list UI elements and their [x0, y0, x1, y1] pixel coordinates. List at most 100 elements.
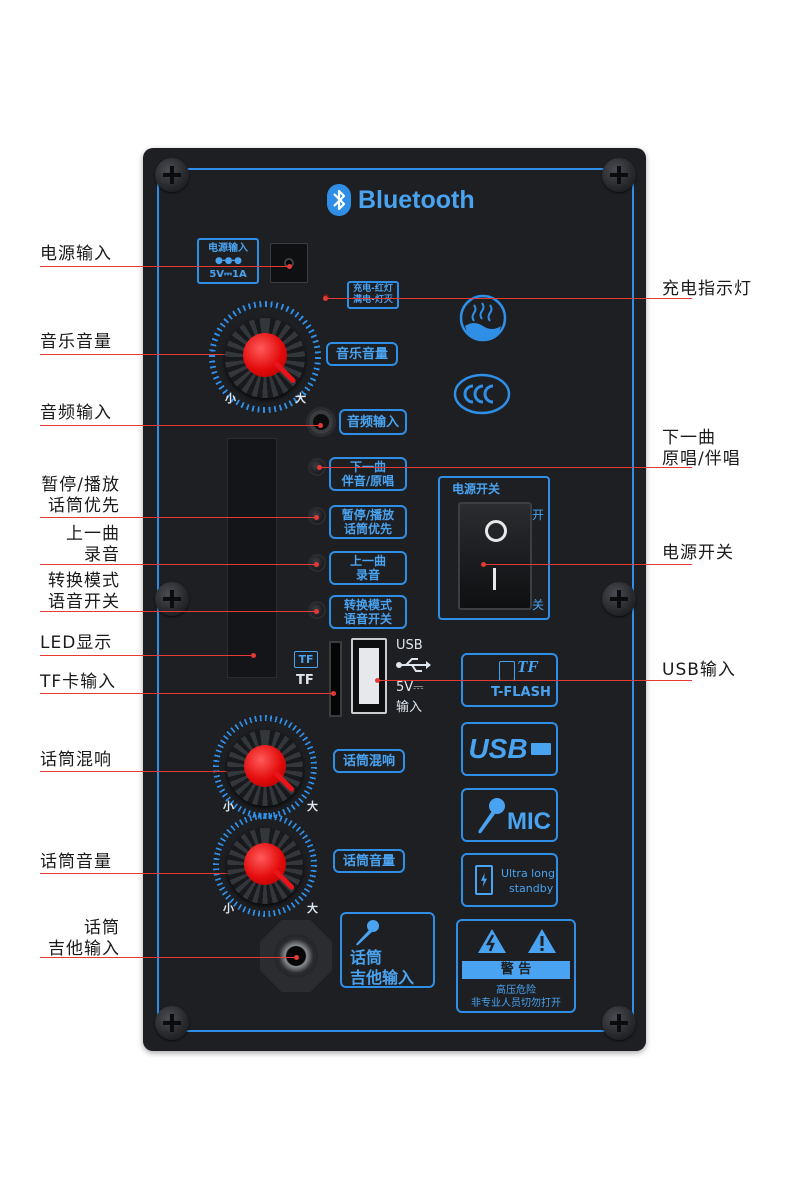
callout-prev-line1: 上一曲: [66, 524, 120, 544]
prev-label: 上一曲 录音: [329, 551, 407, 585]
dc-input-title: 电源输入: [208, 242, 248, 254]
ccc-certification-icon: [453, 373, 511, 415]
tf-card-slot[interactable]: [329, 641, 342, 717]
next-label-line2: 伴音/原唱: [341, 474, 395, 488]
usb-stick-icon: [530, 743, 551, 755]
warning-line1: 高压危险: [496, 985, 536, 996]
callout-dot: [375, 678, 380, 683]
callout-mic-volume: 话筒音量: [40, 852, 112, 872]
mic-volume-max: 大: [307, 902, 318, 915]
callout-power-switch: 电源开关: [662, 543, 734, 563]
power-switch-title: 电源开关: [452, 482, 501, 496]
mic-echo-min: 小: [223, 800, 234, 813]
callout-line: [378, 680, 692, 681]
callout-line: [40, 957, 297, 958]
charge-line1: 充电-红灯: [353, 284, 393, 294]
audio-input-jack[interactable]: [309, 410, 333, 434]
music-volume-label: 音乐音量: [326, 342, 398, 366]
mic-volume-label: 话筒音量: [333, 849, 405, 873]
bluetooth-logo: Bluetooth: [326, 183, 475, 217]
callout-tf-input: TF卡输入: [40, 672, 117, 692]
callout-prev: 上一曲 录音: [30, 524, 120, 566]
power-on-circle-icon: [485, 520, 507, 542]
bluetooth-icon: [327, 184, 351, 216]
charge-indicator-label: 充电-红灯 满电-灯灭: [347, 281, 399, 309]
callout-dot: [314, 609, 319, 614]
warning-line2: 非专业人员切勿打开: [471, 998, 561, 1009]
usb-text: USB: [396, 638, 423, 653]
standby-line2: standby: [509, 882, 554, 895]
callout-usb-input: USB输入: [662, 660, 736, 680]
callout-dot: [287, 264, 292, 269]
callout-music-volume: 音乐音量: [40, 332, 112, 352]
callout-line: [40, 611, 317, 612]
tf-text: TF: [296, 673, 314, 688]
speaker-control-panel: Bluetooth 电源输入 ●-●-● 5V⎓1A 充电-红灯 满电-灯灭 小…: [143, 148, 646, 1051]
mic-volume-min: 小: [223, 902, 234, 915]
standby-badge: Ultra long standby: [461, 853, 558, 907]
callout-dot: [251, 653, 256, 658]
mic-guitar-label-box: 话筒 吉他输入: [340, 912, 435, 988]
callout-line: [40, 693, 334, 694]
mode-label-line2: 语音开关: [343, 612, 392, 626]
callout-power-input: 电源输入: [40, 244, 112, 264]
mic-guitar-line1: 话筒: [350, 948, 383, 967]
warning-box: 警 告 高压危险 非专业人员切勿打开: [456, 919, 576, 1013]
callout-line: [40, 564, 317, 565]
usb-port[interactable]: [351, 638, 387, 714]
callout-pause-play-line2: 话筒优先: [48, 496, 120, 516]
callout-line: [40, 771, 267, 772]
callout-mic-echo: 话筒混响: [40, 750, 112, 770]
bluetooth-text: Bluetooth: [358, 185, 475, 214]
mode-label: 转换模式 语音开关: [329, 595, 407, 629]
mode-label-line1: 转换模式: [343, 598, 392, 612]
callout-dot: [481, 562, 486, 567]
dc-power-jack[interactable]: [270, 243, 308, 283]
prev-label-line2: 录音: [355, 568, 380, 582]
prev-label-line1: 上一曲: [349, 554, 386, 568]
power-switch-frame: 电源开关 开 关: [438, 476, 550, 620]
power-switch-off-label: 关: [532, 598, 545, 612]
callout-dot: [317, 465, 322, 470]
screw-icon: [155, 582, 189, 616]
screw-icon: [602, 582, 636, 616]
warning-title: 警 告: [462, 961, 570, 979]
callout-line: [484, 564, 692, 565]
mic-badge: MIC: [461, 788, 558, 842]
callout-dot: [314, 515, 319, 520]
callout-prev-line2: 录音: [84, 545, 120, 565]
usb-badge: USB: [461, 722, 558, 776]
callout-line: [40, 266, 290, 267]
standby-line1: Ultra long: [501, 867, 555, 880]
screw-icon: [602, 1006, 636, 1040]
callout-pause-play: 暂停/播放 话筒优先: [30, 475, 120, 517]
callout-dot: [294, 955, 299, 960]
callout-mode-line1: 转换模式: [48, 571, 120, 591]
mic-echo-max: 大: [307, 800, 318, 813]
power-off-line-icon: [493, 568, 496, 590]
warning-exclamation-icon: [528, 929, 556, 953]
callout-charge-indicator: 充电指示灯: [662, 279, 752, 299]
usb-in-text: 输入: [396, 700, 423, 715]
usb-spec: 5V⎓: [396, 680, 424, 695]
callout-line: [40, 517, 317, 518]
callout-dot: [323, 296, 328, 301]
mic-logo-text: MIC: [507, 808, 551, 835]
pause-label-line1: 暂停/播放: [341, 508, 395, 522]
power-rocker-switch[interactable]: [458, 502, 532, 610]
audio-input-label: 音频输入: [339, 409, 407, 435]
pause-label-line2: 话筒优先: [343, 522, 392, 536]
callout-pause-play-line1: 暂停/播放: [41, 475, 120, 495]
callout-dot: [331, 691, 336, 696]
led-display: [227, 438, 277, 678]
callout-mic-guitar-line2: 吉他输入: [48, 939, 120, 959]
mic-guitar-line2: 吉他输入: [350, 968, 415, 987]
dc-polarity-icon: ●-●-●: [214, 255, 242, 266]
music-volume-max: 大: [295, 392, 306, 405]
battery-icon: [475, 865, 493, 895]
usb-logo-text: USB: [468, 733, 528, 764]
tflash-card-icon: [499, 661, 515, 681]
screw-icon: [155, 1006, 189, 1040]
callout-mic-guitar-line1: 话筒: [84, 918, 120, 938]
callout-mode: 转换模式 语音开关: [30, 571, 120, 613]
